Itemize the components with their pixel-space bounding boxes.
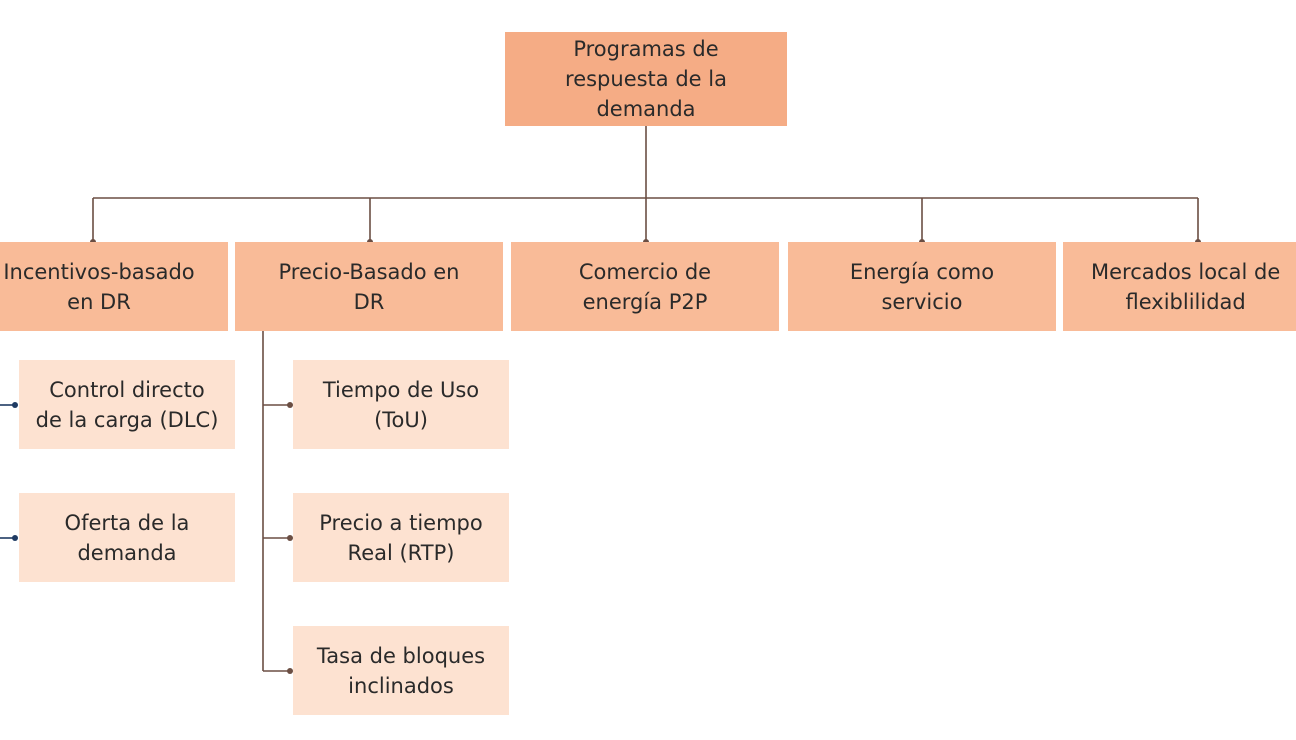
root-node: Programas de respuesta de la demanda (505, 32, 787, 126)
subitem-tou: Tiempo de Uso (ToU) (293, 360, 509, 449)
subitem-inclining-block-rate: Tasa de bloques inclinados (293, 626, 509, 715)
subitem-demand-offer: Oferta de la demanda (19, 493, 235, 582)
incentive-branch-dot-1 (12, 535, 18, 541)
category-incentive-dr: Incentivos-basado en DR (0, 242, 228, 331)
category-energy-as-service: Energía como servicio (788, 242, 1056, 331)
price-branch-dot-2 (287, 668, 293, 674)
category-price-dr: Precio-Basado en DR (235, 242, 503, 331)
subitem-dlc: Control directo de la carga (DLC) (19, 360, 235, 449)
price-branch-dot-0 (287, 402, 293, 408)
category-local-flexibility-markets: Mercados local de flexiblilidad (1063, 242, 1296, 331)
subitem-rtp: Precio a tiempo Real (RTP) (293, 493, 509, 582)
incentive-branch-dot-0 (12, 402, 18, 408)
price-branch-dot-1 (287, 535, 293, 541)
category-p2p-trading: Comercio de energía P2P (511, 242, 779, 331)
